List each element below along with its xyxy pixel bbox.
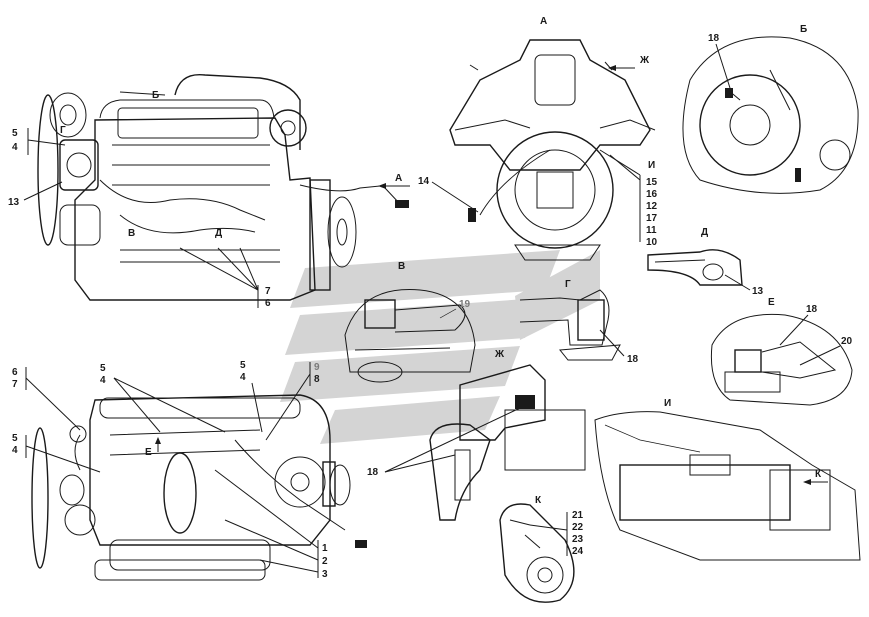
callout-18-b: 18 <box>708 33 720 44</box>
callout-12: 12 <box>646 201 658 212</box>
letter-E: Е <box>145 447 152 458</box>
callout-4-d: 4 <box>240 372 246 383</box>
callout-24: 24 <box>572 546 584 557</box>
detail-Zh <box>429 364 586 521</box>
callout-1: 1 <box>322 543 328 554</box>
title-I: И <box>664 398 671 409</box>
callout-13-a: 13 <box>8 197 20 208</box>
callout-22: 22 <box>572 522 584 533</box>
callout-14: 14 <box>418 176 430 187</box>
detail-V-labels: В 19 <box>398 261 471 319</box>
detail-G-labels: Г 18 <box>565 279 639 365</box>
callout-5-c: 5 <box>100 363 106 374</box>
callout-13-d: 13 <box>752 286 764 297</box>
top-view-engine <box>31 394 367 581</box>
detail-B-labels: Б 18 <box>708 24 807 89</box>
title-G: Г <box>565 279 571 290</box>
callout-3: 3 <box>322 569 328 580</box>
callout-9: 9 <box>314 362 320 373</box>
title-E: Е <box>768 297 775 308</box>
callout-16: 16 <box>646 189 658 200</box>
detail-E <box>710 313 853 406</box>
detail-K-labels: К 21 22 23 24 <box>529 495 584 557</box>
detail-I-labels: И К <box>664 398 828 485</box>
callout-23: 23 <box>572 534 584 545</box>
letter-V-a: Г <box>60 125 66 136</box>
callout-7-a: 7 <box>265 286 271 297</box>
callout-4-a: 4 <box>12 142 18 153</box>
callout-18-e: 18 <box>806 304 818 315</box>
letter-D-a: Д <box>215 228 222 239</box>
letter-I: И <box>648 160 655 171</box>
letter-Zh-arrow: Ж <box>639 55 650 66</box>
detail-B <box>682 36 859 194</box>
detail-E-labels: Е 18 20 <box>768 297 853 366</box>
callout-21: 21 <box>572 510 584 521</box>
letter-A-arrow: А <box>395 173 402 184</box>
callout-10: 10 <box>646 237 658 248</box>
detail-V <box>344 289 476 383</box>
top-view-labels: 6 7 5 4 5 4 5 4 9 8 Е 1 2 3 <box>12 360 328 580</box>
callout-20: 20 <box>841 336 853 347</box>
side-view-labels: 5 4 13 Г Б В Д А 7 6 <box>8 90 410 309</box>
detail-D <box>647 249 743 286</box>
detail-D-labels: Д 13 <box>701 227 764 297</box>
front-view-A <box>449 39 656 261</box>
watermark-logo <box>280 250 600 444</box>
letter-B-a: Б <box>152 90 159 101</box>
callout-15: 15 <box>646 177 658 188</box>
title-K: К <box>535 495 542 506</box>
callout-6-b: 6 <box>12 367 18 378</box>
letter-K-arrow: К <box>815 469 822 480</box>
callout-5-d: 5 <box>240 360 246 371</box>
callout-6-a: 6 <box>265 298 271 309</box>
callout-18-g: 18 <box>627 354 639 365</box>
title-B: Б <box>800 24 807 35</box>
title-V: В <box>398 261 405 272</box>
callout-8: 8 <box>314 374 320 385</box>
detail-G <box>519 289 621 361</box>
detail-Zh-labels: Ж 18 <box>367 349 521 478</box>
title-Zh: Ж <box>494 349 505 360</box>
callout-5-b: 5 <box>12 433 18 444</box>
callout-11: 11 <box>646 225 657 236</box>
callout-7-b: 7 <box>12 379 18 390</box>
letter-G-a: В <box>128 228 135 239</box>
detail-I <box>594 411 861 561</box>
callout-18-zh: 18 <box>367 467 379 478</box>
title-D: Д <box>701 227 708 238</box>
side-view-engine <box>37 73 409 301</box>
callout-19: 19 <box>459 299 471 310</box>
callout-4-b: 4 <box>12 445 18 456</box>
callout-4-c: 4 <box>100 375 106 386</box>
callout-17: 17 <box>646 213 658 224</box>
callout-5-a: 5 <box>12 128 18 139</box>
detail-K <box>499 503 575 603</box>
callout-2: 2 <box>322 556 328 567</box>
front-view-A-labels: А Ж 14 И 15 16 12 17 11 10 <box>418 16 658 248</box>
title-A: А <box>540 16 547 27</box>
